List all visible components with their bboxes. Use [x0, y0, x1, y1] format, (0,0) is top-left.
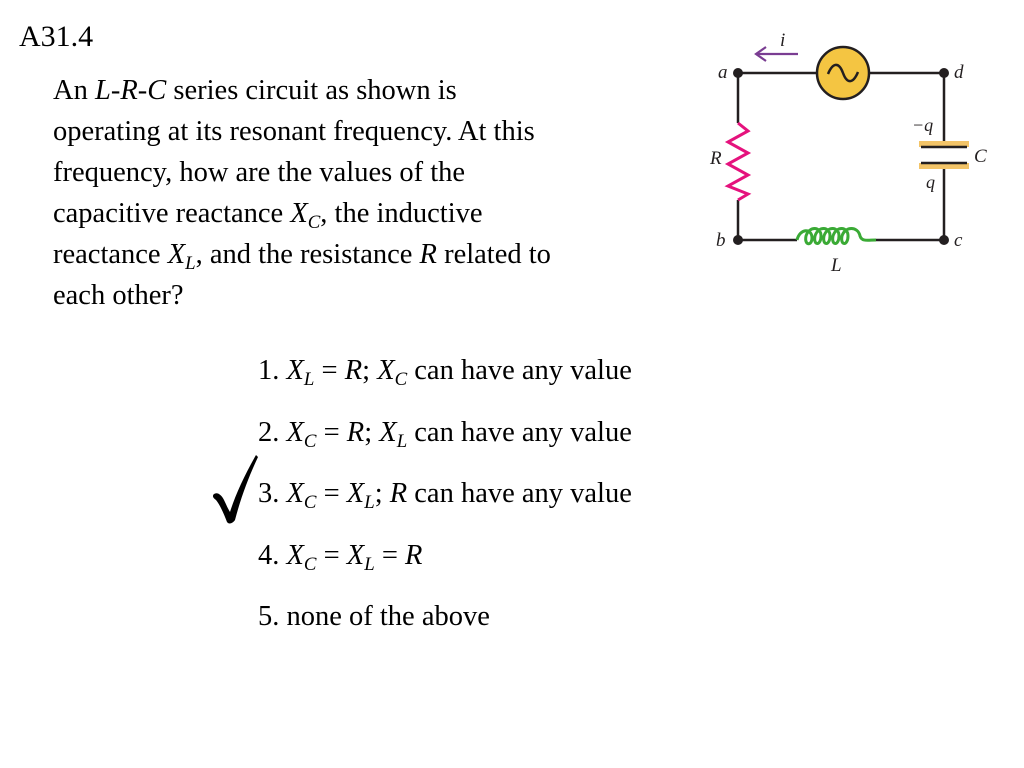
- node-b-label: b: [716, 230, 726, 251]
- text-segment: reactance: [53, 239, 168, 270]
- math-variable: L: [94, 75, 111, 106]
- question-line: each other?: [53, 275, 673, 316]
- node-c-label: c: [954, 230, 963, 251]
- text-segment: can have any value: [407, 355, 632, 386]
- math-variable: R: [389, 478, 408, 509]
- charge-top-label: −q: [912, 115, 933, 135]
- node-a-dot: [733, 68, 743, 78]
- resistor-label: R: [709, 148, 722, 169]
- circuit-diagram: i a d b c R C L −q q: [709, 30, 987, 276]
- answer-option-5: 5. none of the above: [258, 596, 632, 658]
- question-line: frequency, how are the values of the: [53, 152, 673, 193]
- text-segment: 1.: [258, 355, 287, 386]
- text-segment: 4.: [258, 539, 287, 571]
- text-segment: =: [374, 539, 406, 571]
- charge-bottom-label: q: [926, 172, 935, 192]
- text-segment: =: [316, 539, 347, 571]
- math-subscript: L: [364, 492, 375, 514]
- checkmark-icon: [212, 455, 258, 524]
- math-subscript: L: [303, 369, 315, 391]
- math-subscript: L: [185, 253, 196, 275]
- math-variable: X: [346, 539, 365, 571]
- text-segment: =: [316, 416, 347, 448]
- resistor: [724, 121, 752, 202]
- text-segment: An: [53, 75, 95, 106]
- math-variable: R: [344, 355, 363, 386]
- math-variable: R: [120, 75, 138, 106]
- math-variable: X: [377, 355, 395, 386]
- node-b-dot: [733, 235, 743, 245]
- text-segment: ;: [374, 478, 390, 509]
- inductor: [795, 227, 877, 246]
- math-variable: X: [379, 416, 397, 448]
- slide-id: A31.4: [19, 20, 94, 53]
- text-segment: ;: [364, 416, 380, 448]
- text-segment: -: [137, 75, 148, 106]
- math-variable: R: [405, 539, 423, 571]
- text-segment: =: [316, 478, 347, 509]
- text-segment: related to: [436, 239, 551, 270]
- text-segment: =: [314, 355, 345, 386]
- text-segment: ;: [362, 355, 378, 386]
- question-line: operating at its resonant frequency. At …: [53, 111, 673, 152]
- answer-option-2: 2. XC = R; XL can have any value: [258, 412, 632, 474]
- text-segment: frequency, how are the values of the: [53, 157, 466, 188]
- math-variable: R: [419, 239, 437, 270]
- math-variable: X: [346, 478, 365, 509]
- math-subscript: C: [303, 553, 317, 575]
- text-segment: can have any value: [407, 478, 632, 509]
- math-subscript: C: [303, 430, 317, 452]
- math-subscript: L: [364, 553, 375, 575]
- inductor-label: L: [830, 255, 842, 276]
- ac-source-wave-icon: [826, 63, 860, 83]
- node-c-dot: [939, 235, 949, 245]
- math-subscript: C: [307, 212, 321, 234]
- math-variable: X: [290, 198, 308, 229]
- math-variable: X: [286, 416, 304, 448]
- capacitor-plate-bottom: [919, 163, 969, 169]
- text-segment: capacitive reactance: [53, 198, 291, 229]
- text-segment: 3.: [258, 478, 287, 509]
- text-segment: 2.: [258, 416, 287, 448]
- capacitor-plate-top: [919, 141, 969, 147]
- node-d-dot: [939, 68, 949, 78]
- math-variable: X: [286, 478, 304, 509]
- math-variable: C: [147, 75, 167, 106]
- text-segment: series circuit as shown is: [166, 75, 457, 106]
- math-subscript: L: [396, 430, 408, 452]
- question-line: An L-R-C series circuit as shown is: [53, 70, 673, 111]
- current-label: i: [780, 30, 785, 51]
- text-segment: -: [110, 75, 121, 106]
- text-segment: , the inductive: [320, 198, 483, 229]
- text-segment: can have any value: [407, 416, 632, 448]
- math-subscript: C: [394, 369, 408, 391]
- question-line: capacitive reactance XC, the inductive: [53, 193, 673, 234]
- math-variable: X: [167, 239, 186, 270]
- capacitor-label: C: [974, 146, 987, 167]
- node-d-label: d: [954, 62, 964, 83]
- text-segment: operating at its resonant frequency. At …: [53, 116, 535, 147]
- text-segment: each other?: [53, 280, 184, 311]
- answer-option-1: 1. XL = R; XC can have any value: [258, 350, 632, 412]
- text-segment: , and the resistance: [195, 239, 420, 270]
- circuit-wires: [736, 71, 946, 242]
- answer-option-3: 3. XC = XL; R can have any value: [258, 473, 632, 535]
- current-arrow: [754, 46, 798, 62]
- math-variable: X: [286, 539, 304, 571]
- question-line: reactance XL, and the resistance R relat…: [53, 234, 673, 275]
- text-segment: 5. none of the above: [258, 601, 490, 632]
- node-a-label: a: [718, 62, 728, 83]
- math-variable: R: [346, 416, 365, 448]
- answer-option-4: 4. XC = XL = R: [258, 535, 632, 597]
- math-subscript: C: [303, 492, 317, 514]
- math-variable: X: [286, 355, 304, 386]
